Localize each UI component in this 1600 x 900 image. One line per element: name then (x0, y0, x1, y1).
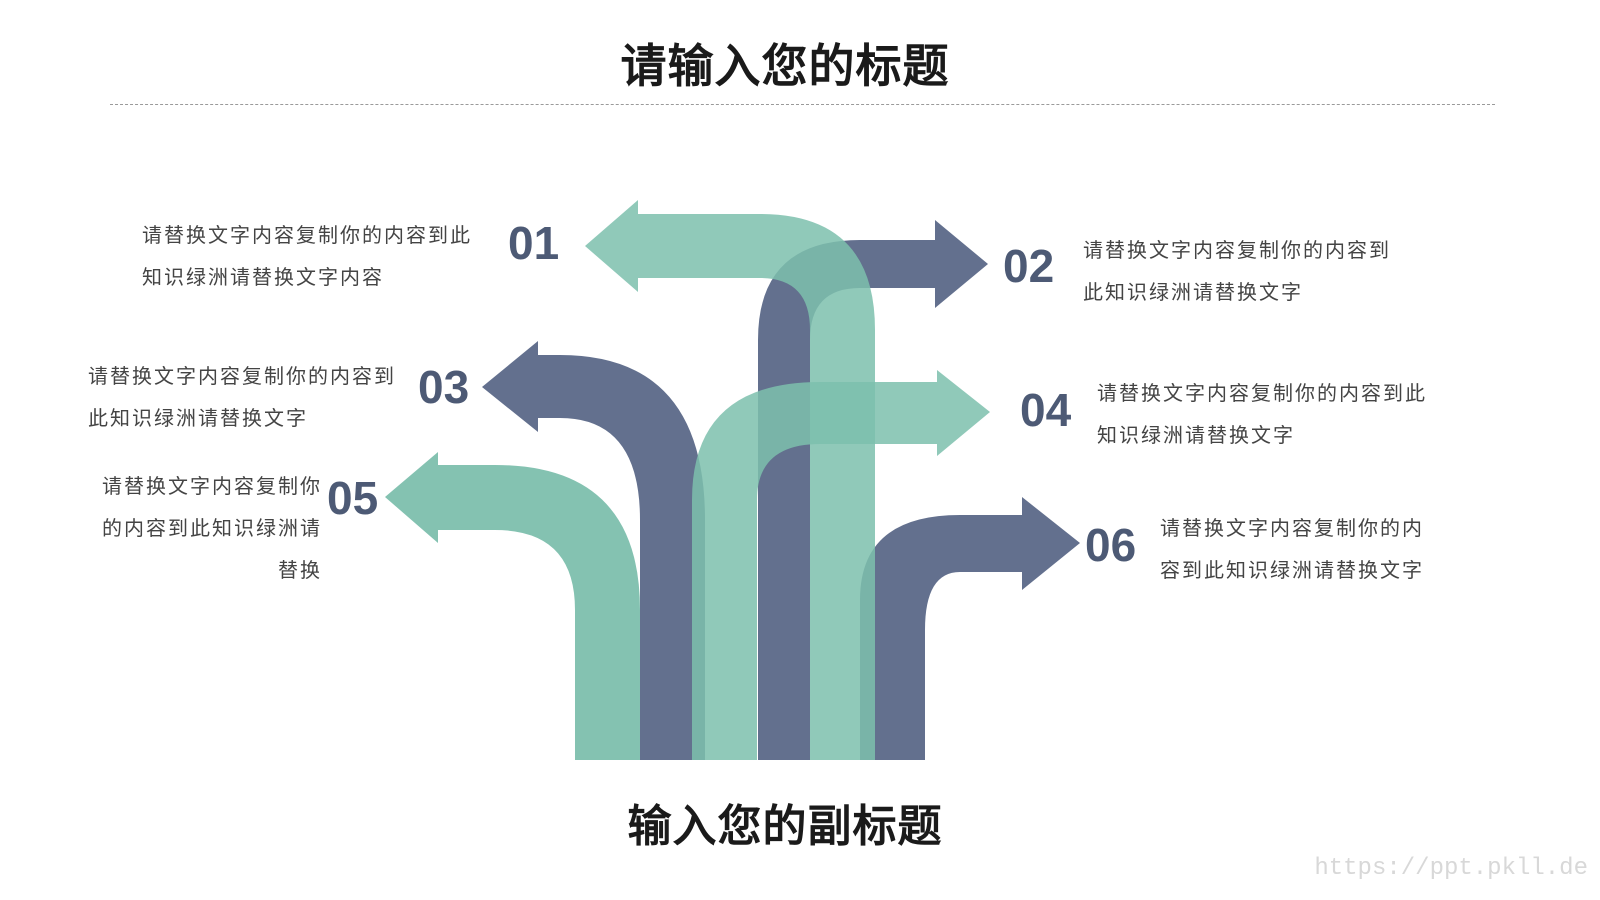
item-05-number: 05 (327, 472, 379, 524)
item-01-number: 01 (508, 217, 560, 269)
item-01-text: 请替换文字内容复制你的内容到此知识绿洲请替换文字内容 (142, 223, 472, 289)
item-05-text: 请替换文字内容复制你的内容到此知识绿洲请替换 (102, 474, 322, 582)
arrow-06 (860, 497, 1080, 760)
item-04-number: 04 (1020, 384, 1072, 436)
arrow-04 (692, 370, 990, 760)
arrow-01 (585, 200, 875, 760)
arrow-03 (482, 341, 705, 760)
item-02-text: 请替换文字内容复制你的内容到此知识绿洲请替换文字 (1083, 238, 1391, 304)
item-02-number: 02 (1003, 240, 1055, 292)
item-04-text: 请替换文字内容复制你的内容到此知识绿洲请替换文字 (1097, 381, 1427, 447)
page-title: 请输入您的标题 (620, 39, 950, 93)
watermark-text: https://ppt.pkll.de (1314, 855, 1588, 882)
title-divider (110, 104, 1495, 105)
item-03-number: 03 (418, 361, 470, 413)
item-03-text: 请替换文字内容复制你的内容到此知识绿洲请替换文字 (88, 364, 396, 430)
item-06-text: 请替换文字内容复制你的内容到此知识绿洲请替换文字 (1160, 516, 1424, 582)
item-06-number: 06 (1085, 519, 1137, 571)
page-subtitle: 输入您的副标题 (627, 801, 943, 852)
arrow-05 (385, 452, 640, 760)
